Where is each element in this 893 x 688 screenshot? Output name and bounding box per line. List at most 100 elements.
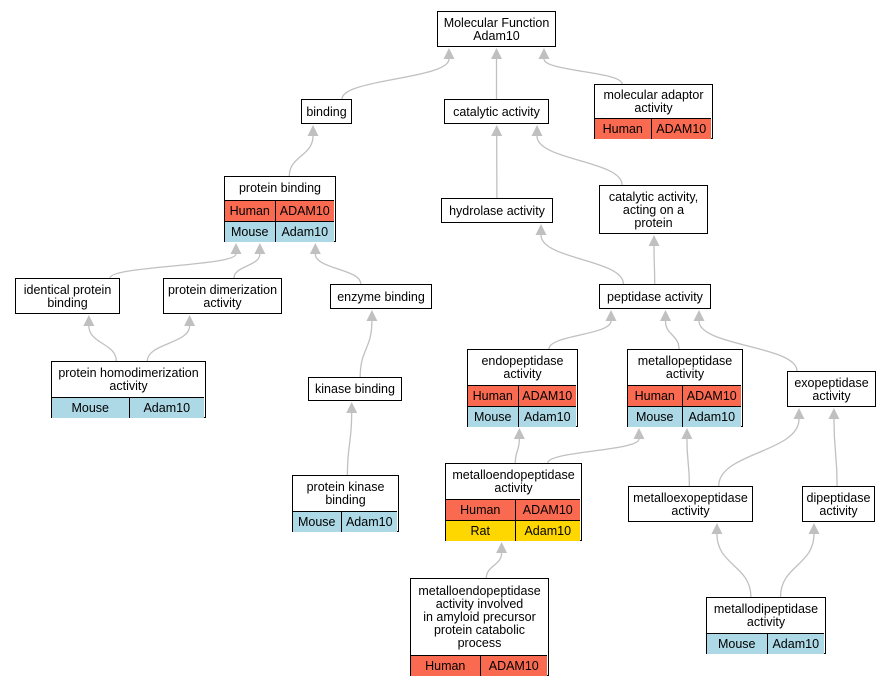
go-term-title: protein homodimerization activity xyxy=(58,365,199,393)
go-term-title: Molecular Function Adam10 xyxy=(443,15,550,43)
edge-molecular-adaptor-to-molecular-function-arrowhead xyxy=(538,48,550,59)
species-label: Human xyxy=(425,658,466,673)
edge-protein-homodimerization-to-protein-dimerization-arrowhead xyxy=(184,315,196,326)
go-term-title: dipeptidase activity xyxy=(806,490,871,518)
go-term-molecular-function: Molecular Function Adam10 xyxy=(437,11,556,47)
go-term-metalloendopeptidase-amyloid: metalloendopeptidase activity involved i… xyxy=(410,578,549,676)
species-label: Human xyxy=(602,121,643,136)
edge-endopeptidase-activity-to-peptidase-activity xyxy=(548,320,612,350)
edge-protein-dimerization-to-protein-binding-arrowhead xyxy=(254,243,266,254)
species-label: Mouse xyxy=(71,400,110,415)
edge-peptidase-activity-to-catalytic-on-protein xyxy=(653,245,656,285)
edge-identical-protein-binding-to-protein-binding xyxy=(109,253,237,279)
edge-metalloendopeptidase-activity-to-endopeptidase-activity xyxy=(514,438,520,464)
species-label: Mouse xyxy=(635,409,674,424)
gene-label: ADAM10 xyxy=(274,200,335,221)
species-label: Rat xyxy=(470,523,490,538)
go-term-title: enzyme binding xyxy=(337,289,425,304)
edge-metalloendopeptidase-amyloid-to-metalloendopeptidase-activity xyxy=(485,552,503,579)
edge-binding-to-molecular-function-arrowhead xyxy=(443,48,455,59)
go-term-title: exopeptidase activity xyxy=(794,375,869,403)
edge-metalloendopeptidase-activity-to-endopeptidase-activity-arrowhead xyxy=(513,428,525,439)
edge-metallodipeptidase-activity-to-dipeptidase-activity xyxy=(779,533,815,598)
annotation-row-human: Human ADAM10 xyxy=(446,498,581,520)
gene-label: Adam10 xyxy=(340,511,398,532)
go-term-catalytic-activity: catalytic activity xyxy=(444,99,549,124)
edge-protein-binding-to-binding xyxy=(288,135,314,177)
gene-label: Adam10 xyxy=(514,520,581,541)
go-term-identical-protein-binding: identical protein binding xyxy=(15,278,120,314)
edge-protein-homodimerization-to-identical-protein-binding xyxy=(88,325,117,362)
gene-label: ADAM10 xyxy=(681,385,742,406)
annotation-row-human: Human ADAM10 xyxy=(628,384,742,406)
go-term-title: metalloendopeptidase activity involved i… xyxy=(418,583,541,650)
go-term-title: metallopeptidase activity xyxy=(637,353,733,381)
edge-catalytic-on-protein-to-catalytic-activity-arrowhead xyxy=(531,125,543,136)
go-term-title: metallodipeptidase activity xyxy=(713,601,819,629)
annotation-row-mouse: Mouse Adam10 xyxy=(628,405,742,427)
edge-exopeptidase-activity-to-peptidase-activity-arrowhead xyxy=(693,310,705,321)
edge-dipeptidase-activity-to-exopeptidase-activity-arrowhead xyxy=(828,408,840,419)
annotation-row-mouse: Mouse Adam10 xyxy=(52,396,205,418)
annotation-row-human: Human ADAM10 xyxy=(468,384,577,406)
edge-hydrolase-activity-to-catalytic-activity-arrowhead xyxy=(491,125,503,136)
edge-metalloexopeptidase-activity-to-metallopeptidase-activity-arrowhead xyxy=(681,428,693,439)
annotation-row-rat: Rat Adam10 xyxy=(446,519,581,541)
go-term-title: protein binding xyxy=(238,181,321,195)
edge-catalytic-activity-to-molecular-function-arrowhead xyxy=(491,48,502,59)
edge-kinase-binding-to-enzyme-binding xyxy=(359,320,373,378)
go-term-peptidase-activity: peptidase activity xyxy=(599,284,711,309)
edge-identical-protein-binding-to-protein-binding-arrowhead xyxy=(230,243,242,254)
go-term-title: molecular adaptor activity xyxy=(603,87,704,115)
gene-label: ADAM10 xyxy=(514,499,581,520)
go-term-title: kinase binding xyxy=(315,382,395,396)
go-term-title: binding xyxy=(306,104,347,119)
species-label: Human xyxy=(472,388,513,403)
edge-metallodipeptidase-activity-to-dipeptidase-activity-arrowhead xyxy=(808,523,820,534)
edge-metallodipeptidase-activity-to-metalloexopeptidase-activity xyxy=(716,533,752,598)
annotation-row-human: Human ADAM10 xyxy=(595,117,712,139)
edge-dipeptidase-activity-to-exopeptidase-activity xyxy=(833,418,838,487)
edge-exopeptidase-activity-to-peptidase-activity xyxy=(698,320,798,372)
edge-metallopeptidase-activity-to-peptidase-activity-arrowhead xyxy=(660,310,671,321)
species-label: Mouse xyxy=(717,636,756,651)
species-label: Human xyxy=(634,388,675,403)
go-term-title: metalloexopeptidase activity xyxy=(633,490,748,518)
edge-peptidase-activity-to-catalytic-on-protein-arrowhead xyxy=(648,235,660,246)
annotation-row-human: Human ADAM10 xyxy=(411,654,548,676)
gene-label: ADAM10 xyxy=(479,655,548,676)
go-term-title: endopeptidase activity xyxy=(481,353,564,381)
go-term-kinase-binding: kinase binding xyxy=(308,377,402,401)
gene-label: ADAM10 xyxy=(517,385,577,406)
go-term-dipeptidase-activity: dipeptidase activity xyxy=(802,486,875,522)
go-term-title: identical protein binding xyxy=(23,282,112,310)
annotation-row-mouse: Mouse Adam10 xyxy=(707,632,825,654)
edge-peptidase-activity-to-hydrolase-activity xyxy=(540,234,625,285)
edge-enzyme-binding-to-protein-binding-arrowhead xyxy=(309,243,321,254)
go-term-title: catalytic activity xyxy=(453,104,540,119)
edge-metalloendopeptidase-activity-to-metallopeptidase-activity-arrowhead xyxy=(633,428,645,439)
gene-label: Adam10 xyxy=(681,406,742,427)
edge-protein-kinase-binding-to-kinase-binding-arrowhead xyxy=(346,402,358,413)
go-term-metalloexopeptidase-activity: metalloexopeptidase activity xyxy=(628,486,753,522)
gene-label: ADAM10 xyxy=(650,118,712,139)
edge-endopeptidase-activity-to-peptidase-activity-arrowhead xyxy=(605,310,617,321)
go-term-title: protein dimerization activity xyxy=(167,282,278,310)
species-label: Human xyxy=(460,502,501,517)
gene-label: Adam10 xyxy=(128,397,205,418)
go-term-exopeptidase-activity: exopeptidase activity xyxy=(787,371,876,407)
go-term-enzyme-binding: enzyme binding xyxy=(330,284,432,309)
edge-metallopeptidase-activity-to-peptidase-activity xyxy=(664,320,680,350)
gene-label: Adam10 xyxy=(766,633,825,654)
